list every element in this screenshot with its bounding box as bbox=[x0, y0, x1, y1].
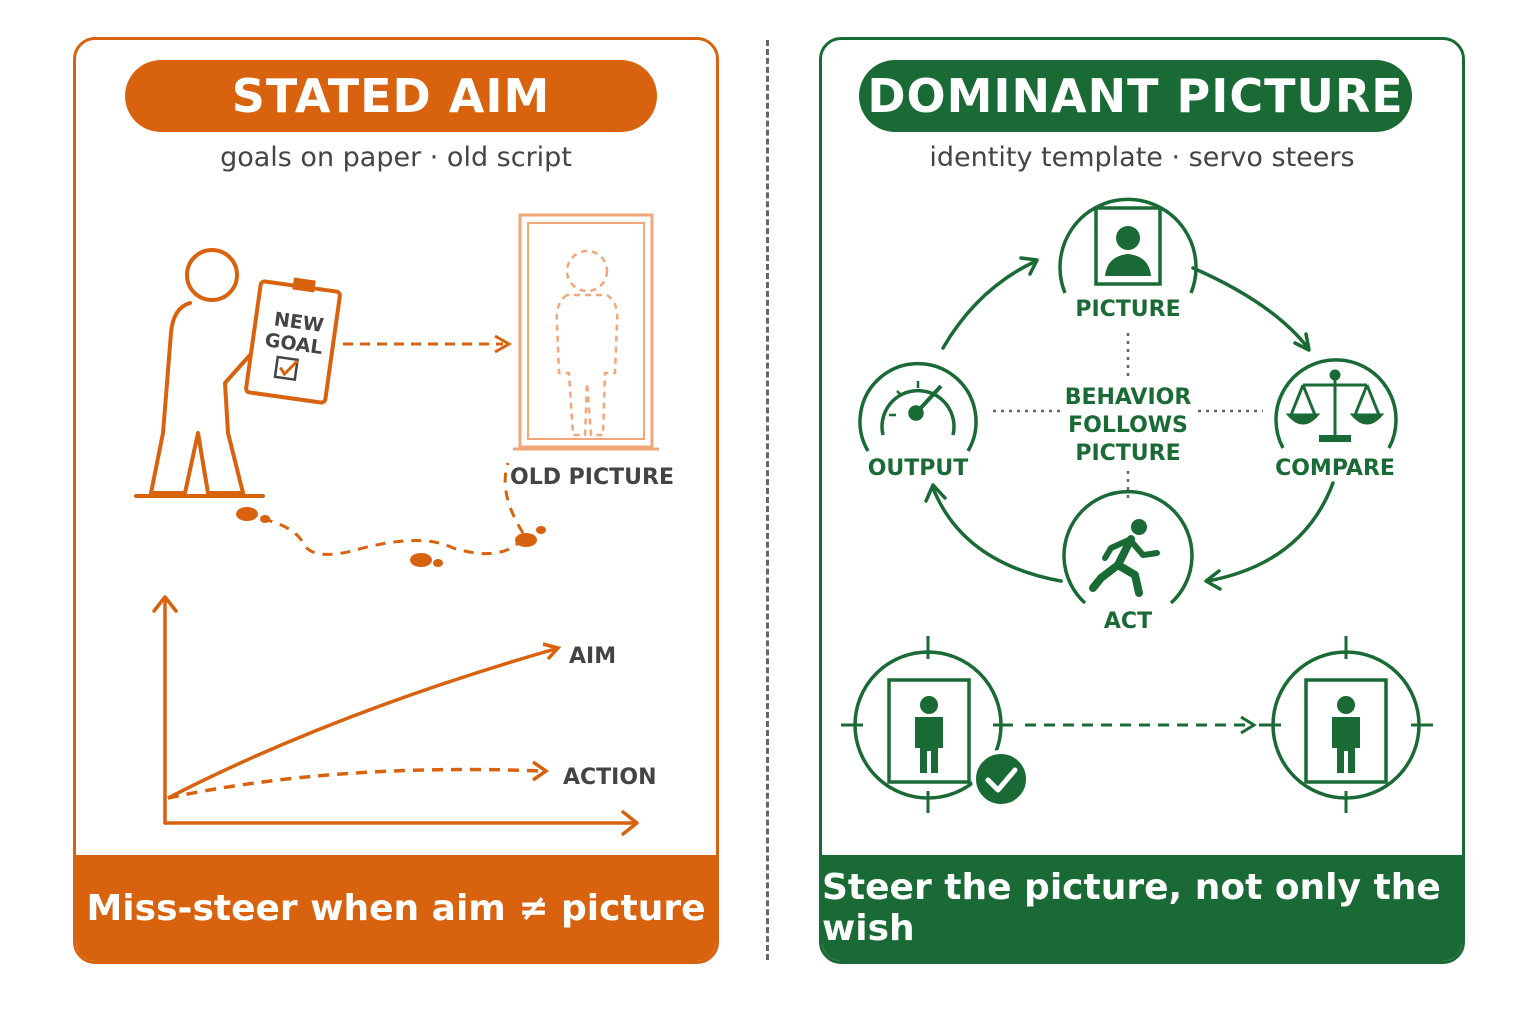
checkmark-icon bbox=[972, 750, 1030, 808]
stated-aim-illustration: NEW GOAL OLD PICTURE bbox=[134, 213, 674, 836]
picture-label: PICTURE bbox=[1075, 297, 1180, 322]
center-connectors bbox=[993, 333, 1263, 498]
dominant-picture-footer: Steer the picture, not only the wish bbox=[822, 855, 1462, 961]
compare-node: COMPARE bbox=[1274, 358, 1398, 481]
dominant-picture-panel: DOMINANT PICTURE identity template · ser… bbox=[819, 37, 1465, 964]
output-label: OUTPUT bbox=[868, 456, 969, 481]
dominant-picture-subtitle: identity template · servo steers bbox=[929, 142, 1355, 173]
graph-axes bbox=[152, 595, 639, 836]
old-picture-label: OLD PICTURE bbox=[510, 465, 674, 490]
action-line bbox=[167, 760, 550, 800]
stated-aim-title: STATED AIM bbox=[125, 60, 657, 132]
output-node: OUTPUT bbox=[858, 361, 978, 481]
center-line2: FOLLOWS bbox=[1068, 413, 1188, 438]
mirror-icon bbox=[513, 213, 659, 451]
aim-line bbox=[167, 642, 562, 800]
panel-divider bbox=[766, 40, 769, 960]
action-label: ACTION bbox=[563, 765, 656, 790]
compare-label: COMPARE bbox=[1275, 456, 1395, 481]
target-icon bbox=[841, 636, 1013, 813]
stated-aim-subtitle: goals on paper · old script bbox=[220, 142, 572, 173]
clipboard-icon: NEW GOAL bbox=[244, 277, 342, 405]
checkbox-icon bbox=[273, 355, 299, 382]
servo-cycle-illustration: BEHAVIOR FOLLOWS PICTURE PICTURE bbox=[841, 197, 1433, 813]
footprints-icon bbox=[236, 462, 546, 567]
center-line1: BEHAVIOR bbox=[1065, 385, 1192, 410]
stated-aim-footer: Miss-steer when aim ≠ picture bbox=[76, 855, 716, 961]
person-icon bbox=[134, 248, 265, 498]
center-line3: PICTURE bbox=[1075, 441, 1180, 466]
target-icon bbox=[1259, 636, 1433, 813]
cycle-arrows bbox=[924, 256, 1335, 591]
stated-aim-panel: STATED AIM goals on paper · old script N… bbox=[73, 37, 719, 964]
scales-icon bbox=[1285, 369, 1385, 442]
act-label: ACT bbox=[1104, 609, 1152, 634]
runner-icon bbox=[1089, 519, 1160, 597]
picture-node: PICTURE bbox=[1058, 197, 1198, 322]
target-dashed-arrow bbox=[1025, 715, 1257, 735]
act-node: ACT bbox=[1062, 489, 1194, 634]
dominant-picture-title: DOMINANT PICTURE bbox=[859, 60, 1412, 132]
portrait-icon bbox=[1094, 206, 1162, 286]
gauge-icon bbox=[880, 381, 956, 436]
aim-label: AIM bbox=[569, 644, 616, 669]
dashed-arrow bbox=[343, 334, 513, 354]
